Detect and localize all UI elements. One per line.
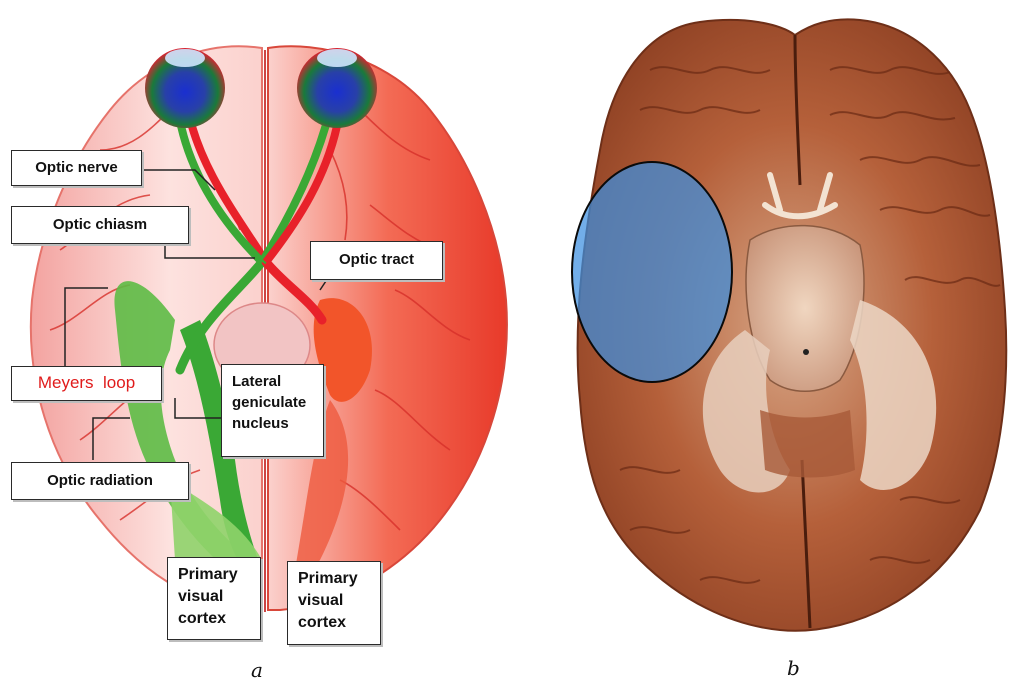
label-optic-radiation: Optic radiation bbox=[11, 462, 189, 500]
label-optic-chiasm: Optic chiasm bbox=[11, 206, 189, 244]
label-optic-tract: Optic tract bbox=[310, 241, 443, 280]
cerebellar-region bbox=[760, 410, 855, 478]
label-primary-visual-cortex-right: Primary visual cortex bbox=[287, 561, 381, 645]
label-optic-nerve: Optic nerve bbox=[11, 150, 142, 186]
panel-b-photograph bbox=[572, 19, 1006, 630]
caption-panel-a: a bbox=[251, 658, 263, 682]
left-eye bbox=[145, 48, 225, 128]
caption-panel-b: b bbox=[787, 656, 800, 680]
panel-a-illustration bbox=[31, 46, 507, 612]
label-primary-visual-cortex-left: Primary visual cortex bbox=[167, 557, 261, 640]
brainstem-dot bbox=[803, 349, 809, 355]
label-meyers-loop: Meyers loop bbox=[11, 366, 162, 401]
temporal-lobe-highlight bbox=[572, 162, 732, 382]
right-eye bbox=[297, 48, 377, 128]
label-lateral-geniculate-nucleus: Lateral geniculate nucleus bbox=[221, 364, 324, 457]
